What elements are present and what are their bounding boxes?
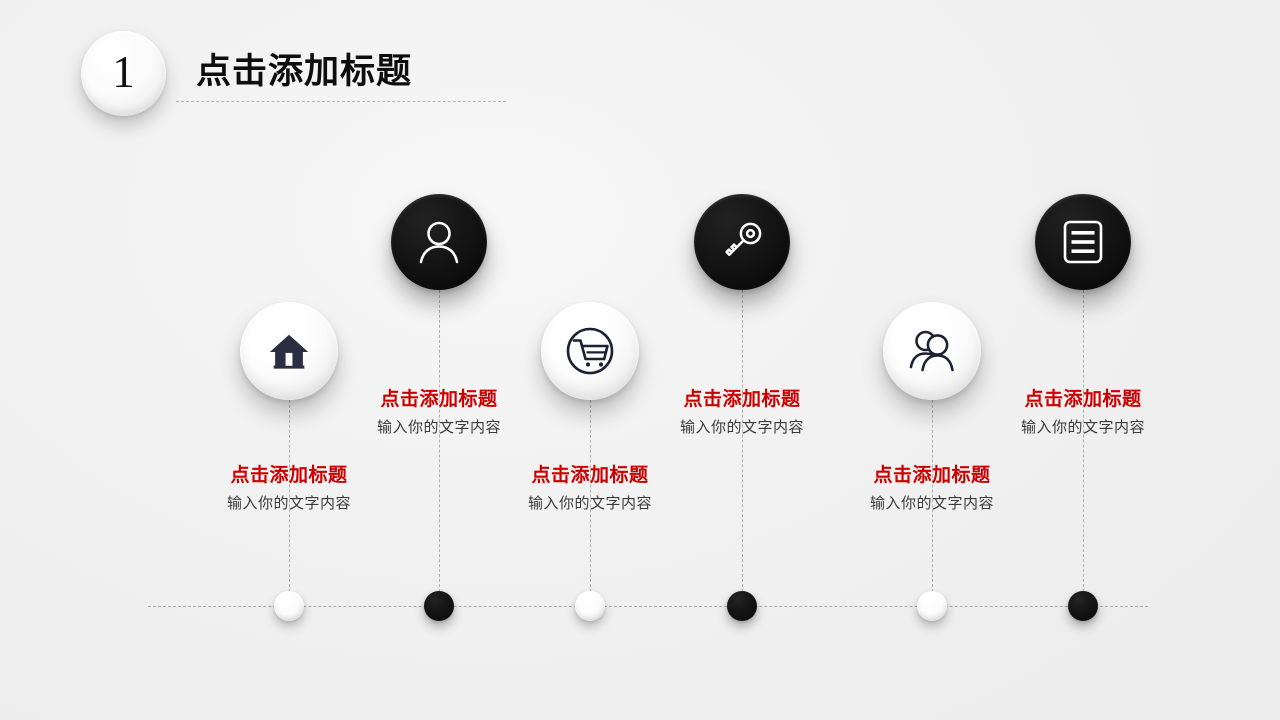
timeline-dot-3[interactable] (575, 591, 605, 621)
item-title: 点击添加标题 (380, 389, 498, 410)
connector-line-3 (590, 400, 591, 592)
item-subtitle: 输入你的文字内容 (1020, 418, 1145, 436)
connector-line-1 (289, 400, 290, 592)
title-underline-divider (176, 101, 506, 102)
item-title: 点击添加标题 (683, 389, 801, 410)
item-title: 点击添加标题 (873, 465, 991, 486)
item-bubble-key[interactable] (694, 194, 790, 290)
item-caption-3: 点击添加标题 输入你的文字内容 (470, 464, 710, 514)
timeline-dot-1[interactable] (274, 591, 304, 621)
item-subtitle: 输入你的文字内容 (869, 494, 994, 512)
item-subtitle: 输入你的文字内容 (527, 494, 652, 512)
home-icon (266, 328, 312, 374)
page-title: 点击添加标题 (196, 52, 413, 91)
item-subtitle: 输入你的文字内容 (226, 494, 351, 512)
item-caption-2: 点击添加标题 输入你的文字内容 (319, 388, 559, 438)
item-subtitle: 输入你的文字内容 (679, 418, 804, 436)
timeline-baseline (148, 606, 1148, 607)
list-document-icon (1058, 217, 1108, 267)
item-title: 点击添加标题 (1024, 389, 1142, 410)
timeline-dot-6[interactable] (1068, 591, 1098, 621)
timeline-dot-5[interactable] (917, 591, 947, 621)
item-caption-4: 点击添加标题 输入你的文字内容 (622, 388, 862, 438)
item-title: 点击添加标题 (531, 465, 649, 486)
item-caption-1: 点击添加标题 输入你的文字内容 (169, 464, 409, 514)
item-subtitle: 输入你的文字内容 (376, 418, 501, 436)
item-title: 点击添加标题 (230, 465, 348, 486)
section-number-label: 1 (112, 47, 135, 97)
connector-line-5 (932, 400, 933, 592)
item-bubble-cart[interactable] (541, 302, 639, 400)
connector-line-6 (1083, 290, 1084, 592)
section-number-badge: 1 (81, 31, 166, 116)
key-icon (716, 216, 768, 268)
timeline-dot-2[interactable] (424, 591, 454, 621)
users-group-icon (905, 324, 959, 378)
item-bubble-home[interactable] (240, 302, 338, 400)
item-caption-6: 点击添加标题 输入你的文字内容 (963, 388, 1203, 438)
shopping-cart-icon (562, 323, 618, 379)
item-bubble-group[interactable] (883, 302, 981, 400)
connector-line-2 (439, 290, 440, 592)
item-bubble-user[interactable] (391, 194, 487, 290)
item-bubble-list[interactable] (1035, 194, 1131, 290)
timeline-dot-4[interactable] (727, 591, 757, 621)
user-icon (413, 216, 465, 268)
item-caption-5: 点击添加标题 输入你的文字内容 (812, 464, 1052, 514)
connector-line-4 (742, 290, 743, 592)
